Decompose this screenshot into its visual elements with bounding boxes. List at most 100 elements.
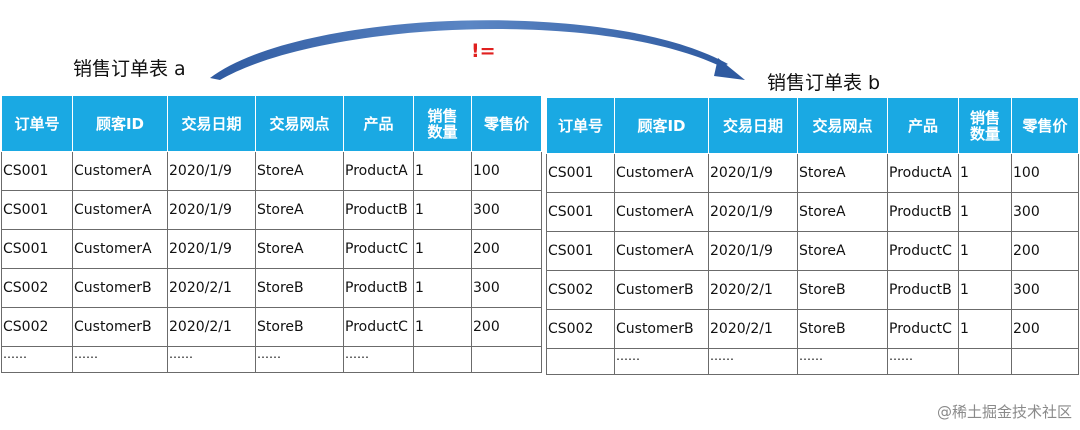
cell-ellipsis (1011, 348, 1079, 375)
watermark: @稀土掘金技术社区 (936, 403, 1072, 421)
cell-store: StoreB (797, 309, 888, 349)
cell-order-id: CS001 (1, 229, 73, 269)
cell-ellipsis: …… (887, 348, 959, 375)
arrow-body (210, 20, 728, 80)
cell-product: ProductB (343, 268, 414, 308)
cell-product: ProductC (343, 307, 414, 347)
table-row: CS001 CustomerA 2020/1/9 StoreA ProductC… (1, 229, 542, 269)
cell-ellipsis (471, 346, 542, 373)
sales-order-table-b: 订单号 顾客ID 交易日期 交易网点 产品 销售 数量 零售价 CS001 Cu… (546, 97, 1079, 375)
table-row: CS002 CustomerB 2020/2/1 StoreB ProductC… (1, 307, 542, 347)
cell-trade-date: 2020/1/9 (167, 151, 256, 191)
cell-order-id: CS002 (546, 270, 615, 310)
cell-customer-id: CustomerA (72, 190, 168, 230)
cell-product: ProductC (887, 309, 959, 349)
table-a-title: 销售订单表 a (73, 58, 186, 80)
cell-customer-id: CustomerA (614, 153, 709, 193)
header-row: 订单号 顾客ID 交易日期 交易网点 产品 销售 数量 零售价 (546, 97, 1079, 154)
not-equal-symbol: != (471, 40, 496, 62)
col-header-quantity: 销售 数量 (958, 97, 1012, 154)
arrow-head (714, 58, 745, 80)
cell-store: StoreA (797, 192, 888, 232)
table-b-title: 销售订单表 b (767, 72, 881, 94)
cell-quantity: 1 (413, 190, 472, 230)
cell-quantity: 1 (958, 270, 1012, 310)
table-row: CS001 CustomerA 2020/1/9 StoreA ProductB… (1, 190, 542, 230)
cell-customer-id: CustomerA (72, 151, 168, 191)
cell-store: StoreA (797, 153, 888, 193)
cell-ellipsis (958, 348, 1012, 375)
cell-order-id: CS001 (546, 192, 615, 232)
ellipsis-row: …… …… …… …… …… (1, 346, 542, 373)
ellipsis-row: …… …… …… …… (546, 348, 1079, 375)
col-header-order-id: 订单号 (1, 95, 73, 152)
cell-ellipsis: …… (797, 348, 888, 375)
table-row: CS001 CustomerA 2020/1/9 StoreA ProductC… (546, 231, 1079, 271)
cell-ellipsis (546, 348, 615, 375)
cell-product: ProductB (343, 190, 414, 230)
cell-customer-id: CustomerB (614, 270, 709, 310)
cell-ellipsis: …… (614, 348, 709, 375)
col-header-product: 产品 (887, 97, 959, 154)
cell-quantity: 1 (958, 231, 1012, 271)
cell-trade-date: 2020/1/9 (167, 229, 256, 269)
cell-customer-id: CustomerA (614, 192, 709, 232)
cell-ellipsis: …… (708, 348, 798, 375)
cell-trade-date: 2020/2/1 (167, 307, 256, 347)
cell-retail-price: 200 (471, 307, 542, 347)
cell-retail-price: 100 (1011, 153, 1079, 193)
table-row: CS002 CustomerB 2020/2/1 StoreB ProductB… (546, 270, 1079, 310)
cell-quantity: 1 (958, 192, 1012, 232)
cell-product: ProductA (887, 153, 959, 193)
cell-store: StoreB (255, 307, 344, 347)
col-header-order-id: 订单号 (546, 97, 615, 154)
cell-retail-price: 300 (471, 268, 542, 308)
cell-trade-date: 2020/1/9 (167, 190, 256, 230)
cell-product: ProductA (343, 151, 414, 191)
table-row: CS001 CustomerA 2020/1/9 StoreA ProductB… (546, 192, 1079, 232)
col-header-store: 交易网点 (797, 97, 888, 154)
cell-order-id: CS001 (1, 190, 73, 230)
cell-order-id: CS001 (546, 153, 615, 193)
table-row: CS001 CustomerA 2020/1/9 StoreA ProductA… (1, 151, 542, 191)
col-header-product: 产品 (343, 95, 414, 152)
cell-customer-id: CustomerA (614, 231, 709, 271)
cell-quantity: 1 (413, 307, 472, 347)
col-header-quantity: 销售 数量 (413, 95, 472, 152)
cell-ellipsis: …… (167, 346, 256, 373)
col-header-customer-id: 顾客ID (614, 97, 709, 154)
table-row: CS001 CustomerA 2020/1/9 StoreA ProductA… (546, 153, 1079, 193)
cell-customer-id: CustomerB (72, 268, 168, 308)
cell-order-id: CS002 (1, 268, 73, 308)
cell-retail-price: 200 (1011, 231, 1079, 271)
cell-ellipsis (413, 346, 472, 373)
cell-store: StoreA (255, 190, 344, 230)
cell-product: ProductC (887, 231, 959, 271)
cell-trade-date: 2020/2/1 (708, 270, 798, 310)
cell-customer-id: CustomerA (72, 229, 168, 269)
table-row: CS002 CustomerB 2020/2/1 StoreB ProductC… (546, 309, 1079, 349)
header-row: 订单号 顾客ID 交易日期 交易网点 产品 销售 数量 零售价 (1, 95, 542, 152)
cell-trade-date: 2020/1/9 (708, 231, 798, 271)
cell-trade-date: 2020/2/1 (708, 309, 798, 349)
cell-quantity: 1 (413, 268, 472, 308)
cell-order-id: CS001 (1, 151, 73, 191)
cell-retail-price: 200 (471, 229, 542, 269)
col-header-retail-price: 零售价 (471, 95, 542, 152)
cell-store: StoreA (255, 229, 344, 269)
cell-ellipsis: …… (255, 346, 344, 373)
cell-retail-price: 100 (471, 151, 542, 191)
cell-store: StoreB (255, 268, 344, 308)
col-header-store: 交易网点 (255, 95, 344, 152)
cell-ellipsis: …… (72, 346, 168, 373)
cell-store: StoreA (797, 231, 888, 271)
cell-order-id: CS002 (546, 309, 615, 349)
cell-quantity: 1 (413, 151, 472, 191)
cell-quantity: 1 (958, 153, 1012, 193)
cell-customer-id: CustomerB (72, 307, 168, 347)
col-header-customer-id: 顾客ID (72, 95, 168, 152)
cell-trade-date: 2020/2/1 (167, 268, 256, 308)
cell-order-id: CS002 (1, 307, 73, 347)
cell-order-id: CS001 (546, 231, 615, 271)
